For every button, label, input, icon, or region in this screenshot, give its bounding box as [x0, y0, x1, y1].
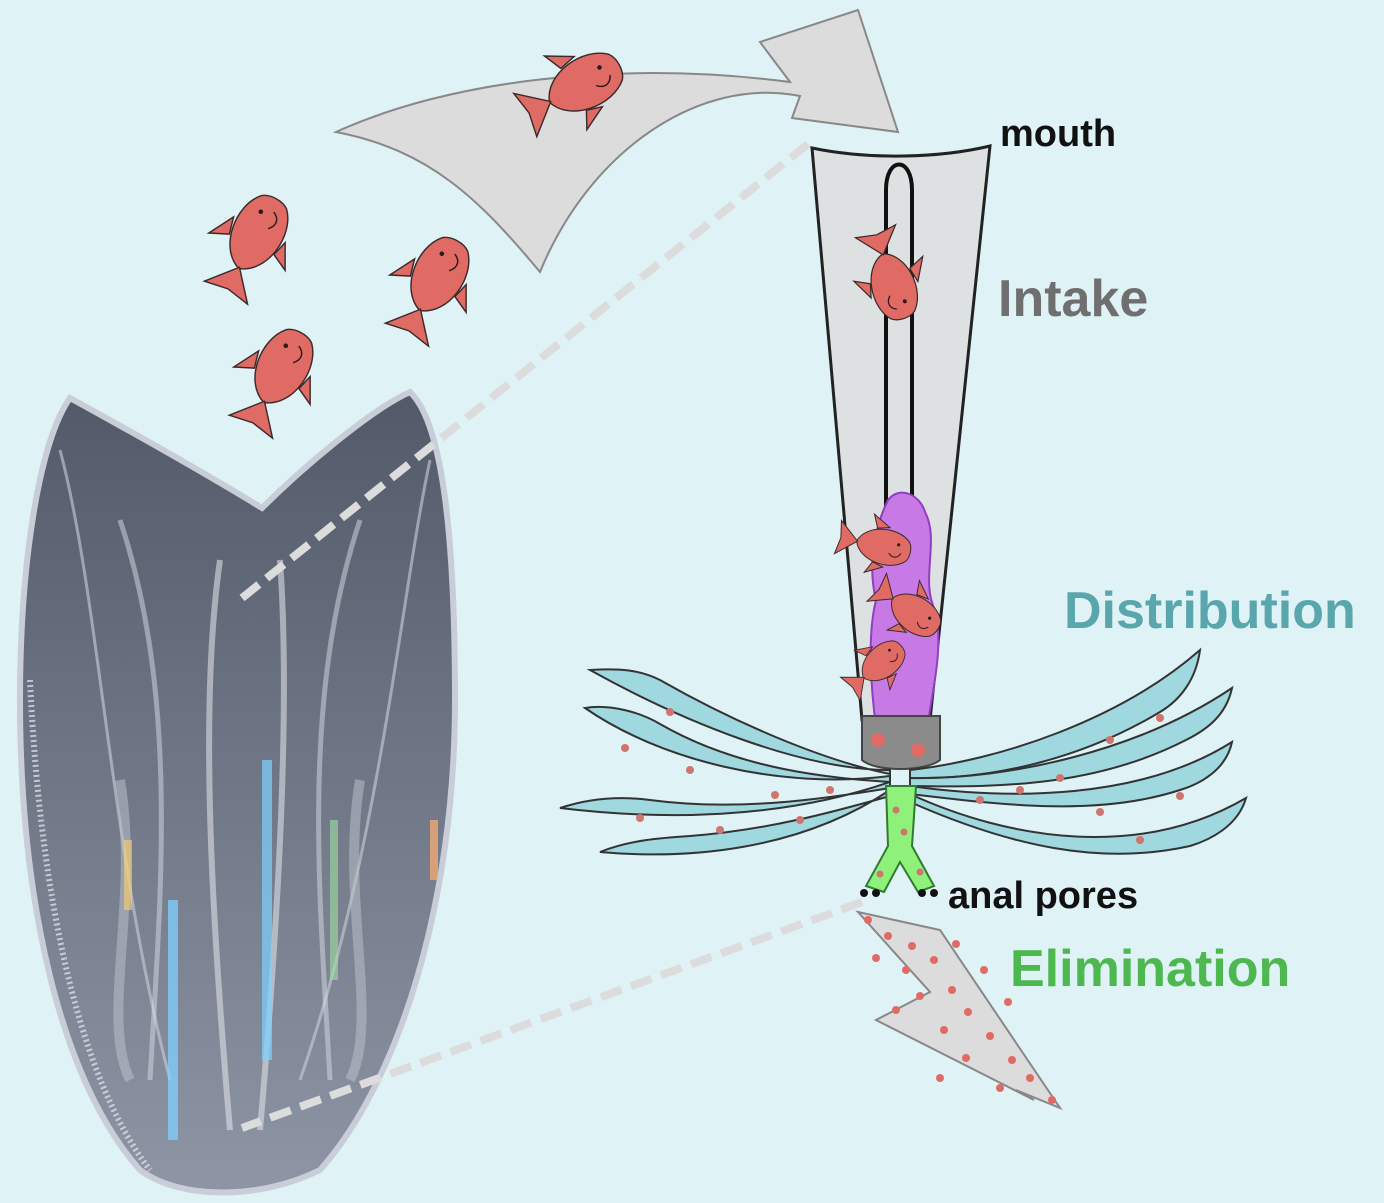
label-intake: Intake	[998, 270, 1148, 328]
label-elimination: Elimination	[1010, 940, 1290, 998]
particle-icon	[911, 743, 925, 757]
label-anal-pores: anal pores	[948, 875, 1138, 917]
fish-icon	[188, 178, 313, 312]
fish-icon	[213, 312, 338, 446]
label-mouth: mouth	[1000, 113, 1116, 155]
comb-jelly-photo	[20, 392, 455, 1193]
particle-icon	[871, 733, 885, 747]
intake-arrow	[336, 10, 898, 272]
fish-icon	[369, 220, 494, 354]
label-distribution: Distribution	[1064, 582, 1356, 640]
anal-pore-dots	[860, 889, 938, 897]
